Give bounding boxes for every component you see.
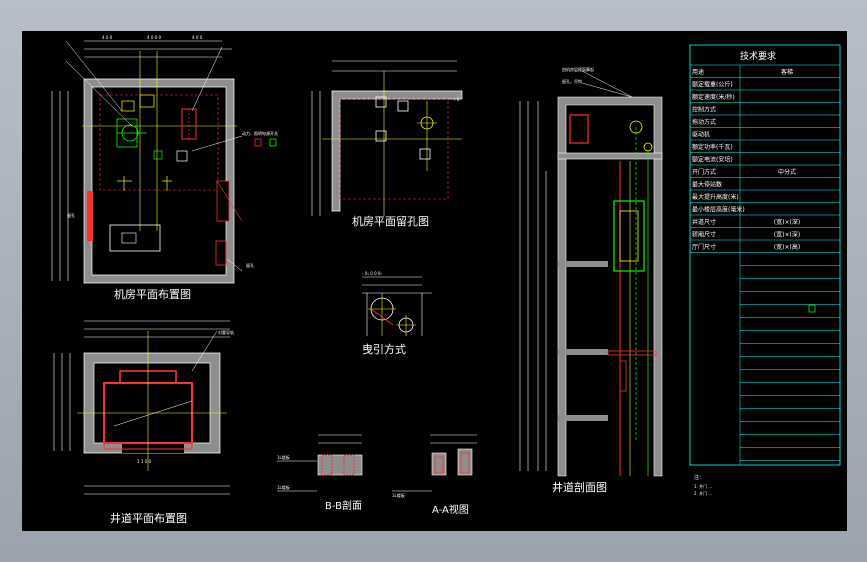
section-bb-drawing: 1L楼板 1L楼板 (277, 434, 363, 492)
svg-text:1 1 0 0: 1 1 0 0 (137, 459, 151, 464)
spec-row-label: 额定速度(米/秒) (692, 93, 735, 101)
svg-text:4 0 0: 4 0 0 (192, 35, 203, 40)
shaft-plan-title: 井道平面布置图 (110, 511, 187, 525)
section-bb-title: B-B剖面 (325, 499, 362, 512)
spec-row-label: 额定功率(千瓦) (692, 143, 733, 151)
spec-row-label: 井道尺寸 (692, 218, 716, 226)
spec-row-label: 最大提升高度(米) (692, 193, 739, 201)
svg-text:4 0 0 0: 4 0 0 0 (147, 35, 161, 40)
svg-text:4 0 0: 4 0 0 (102, 35, 113, 40)
spec-row-value: 客梯 (781, 68, 793, 76)
spec-table-header: 技术要求 (740, 50, 776, 62)
svg-text:1L楼板: 1L楼板 (277, 484, 290, 490)
traction-drawing: ‹ 0‹ 0 0 0› (362, 271, 432, 336)
svg-text:留孔: 留孔 (67, 212, 75, 218)
machine-room-holes-drawing: ‹ 0 (311, 60, 463, 216)
machine-room-layout-drawing: 4 0 0 4 0 0 0 4 0 0 (51, 35, 278, 284)
spec-row-value: (宽)×(深) (774, 218, 800, 226)
cad-drawing: 4 0 0 4 0 0 0 4 0 0 (51, 35, 841, 525)
shaft-section-drawing: 由机房层楼面算起 留孔，吊钩 (519, 66, 663, 477)
notes-label: 注： (694, 474, 704, 481)
svg-text:2. 井门 ...: 2. 井门 ... (694, 490, 712, 496)
svg-text:由机房层楼面算起: 由机房层楼面算起 (562, 66, 594, 72)
svg-text:‹ 0: ‹ 0 (454, 97, 460, 102)
spec-row-label: 最大停站数 (692, 181, 722, 189)
svg-text:1L楼板: 1L楼板 (392, 492, 405, 498)
spec-row-label: 轿厢尺寸 (692, 231, 716, 239)
spec-row-label: 额定电流(安培) (692, 156, 733, 164)
svg-text:1L楼板: 1L楼板 (277, 454, 290, 460)
shaft-plan-drawing: 对重导轨 1 1 0 0 (53, 320, 234, 495)
spec-row-label: 用途 (692, 68, 704, 76)
drawing-sheet: 4 0 0 4 0 0 0 4 0 0 (22, 31, 847, 531)
shaft-section-title: 井道剖面图 (552, 480, 607, 494)
svg-text:‹ 0‹ 0 0 0›: ‹ 0‹ 0 0 0› (362, 271, 382, 276)
spec-row-label: 厅门尺寸 (692, 243, 716, 251)
spec-row-value: (宽)×(深) (774, 231, 800, 239)
spec-row-value: 中分式 (778, 168, 796, 176)
spec-row-label: 开门方式 (692, 168, 716, 176)
spec-row-label: 拖动方式 (692, 118, 716, 126)
svg-text:留孔: 留孔 (246, 262, 254, 268)
machine-room-layout-title: 机房平面布置图 (114, 287, 191, 301)
spec-row-label: 最小楼层高度(毫米) (692, 206, 745, 214)
spec-row-label: 控制方式 (692, 106, 716, 114)
view-aa-title: A-A视图 (432, 503, 469, 516)
machine-room-holes-title: 机房平面留孔图 (352, 214, 429, 228)
svg-text:动力、照明电源开关: 动力、照明电源开关 (242, 130, 278, 136)
svg-text:1. 井门 ...: 1. 井门 ... (694, 483, 712, 489)
traction-title: 曳引方式 (362, 342, 406, 356)
svg-text:对重导轨: 对重导轨 (218, 329, 234, 335)
view-aa-drawing: 1L楼板 (392, 434, 477, 498)
spec-row-label: 驱动机 (692, 131, 710, 139)
svg-text:留孔，吊钩: 留孔，吊钩 (562, 78, 582, 84)
spec-row-value: (宽)×(高) (774, 243, 800, 251)
spec-row-label: 额定载重(公斤) (692, 81, 733, 89)
